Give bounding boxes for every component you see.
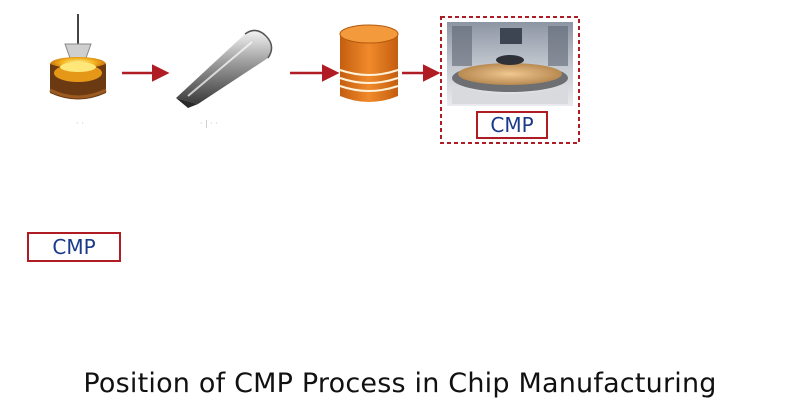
- diagram-caption: Position of CMP Process in Chip Manufact…: [0, 368, 800, 399]
- faint-label-2: · | · ·: [200, 119, 218, 128]
- wafer-stack-icon: [340, 25, 398, 102]
- cmp-label-left: CMP: [27, 232, 121, 262]
- silicon-ingot-icon: [176, 30, 272, 108]
- crucible-melt-icon: [50, 14, 106, 100]
- cmp-machine-photo: [447, 22, 573, 106]
- faint-label-1: · ·: [76, 119, 84, 128]
- cmp-label-top: CMP: [476, 111, 548, 139]
